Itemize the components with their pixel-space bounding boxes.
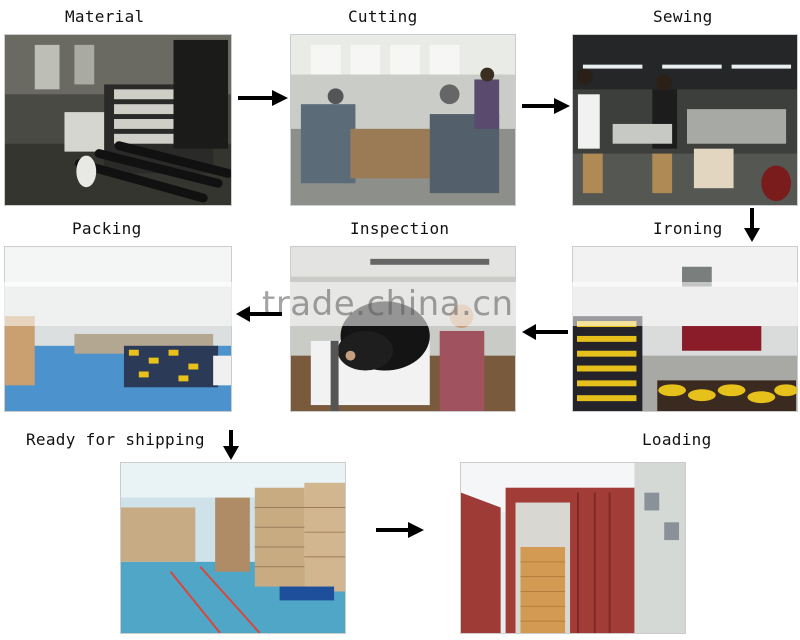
ready-for-shipping-photo (120, 462, 346, 634)
sewing-photo (572, 34, 798, 206)
material-photo (4, 34, 232, 206)
arrow-down-icon (221, 430, 241, 460)
arrow-right-icon (522, 96, 570, 116)
arrow-right-icon (238, 88, 288, 108)
arrow-down-icon (742, 208, 762, 242)
step-label-ready-for-shipping: Ready for shipping (26, 430, 205, 449)
step-label-inspection: Inspection (350, 219, 450, 238)
step-label-ironing: Ironing (653, 219, 723, 238)
inspection-photo (290, 246, 516, 412)
loading-photo (460, 462, 686, 634)
arrow-left-icon (236, 304, 282, 324)
arrow-left-icon (522, 322, 568, 342)
watermark-text: trade.china.cn (262, 284, 514, 324)
ironing-photo (572, 246, 798, 412)
step-label-material: Material (65, 7, 145, 26)
arrow-right-icon (376, 520, 424, 540)
step-label-loading: Loading (642, 430, 712, 449)
step-label-sewing: Sewing (653, 7, 713, 26)
step-label-packing: Packing (72, 219, 142, 238)
packing-photo (4, 246, 232, 412)
step-label-cutting: Cutting (348, 7, 418, 26)
watermark-band (0, 282, 800, 326)
cutting-photo (290, 34, 516, 206)
